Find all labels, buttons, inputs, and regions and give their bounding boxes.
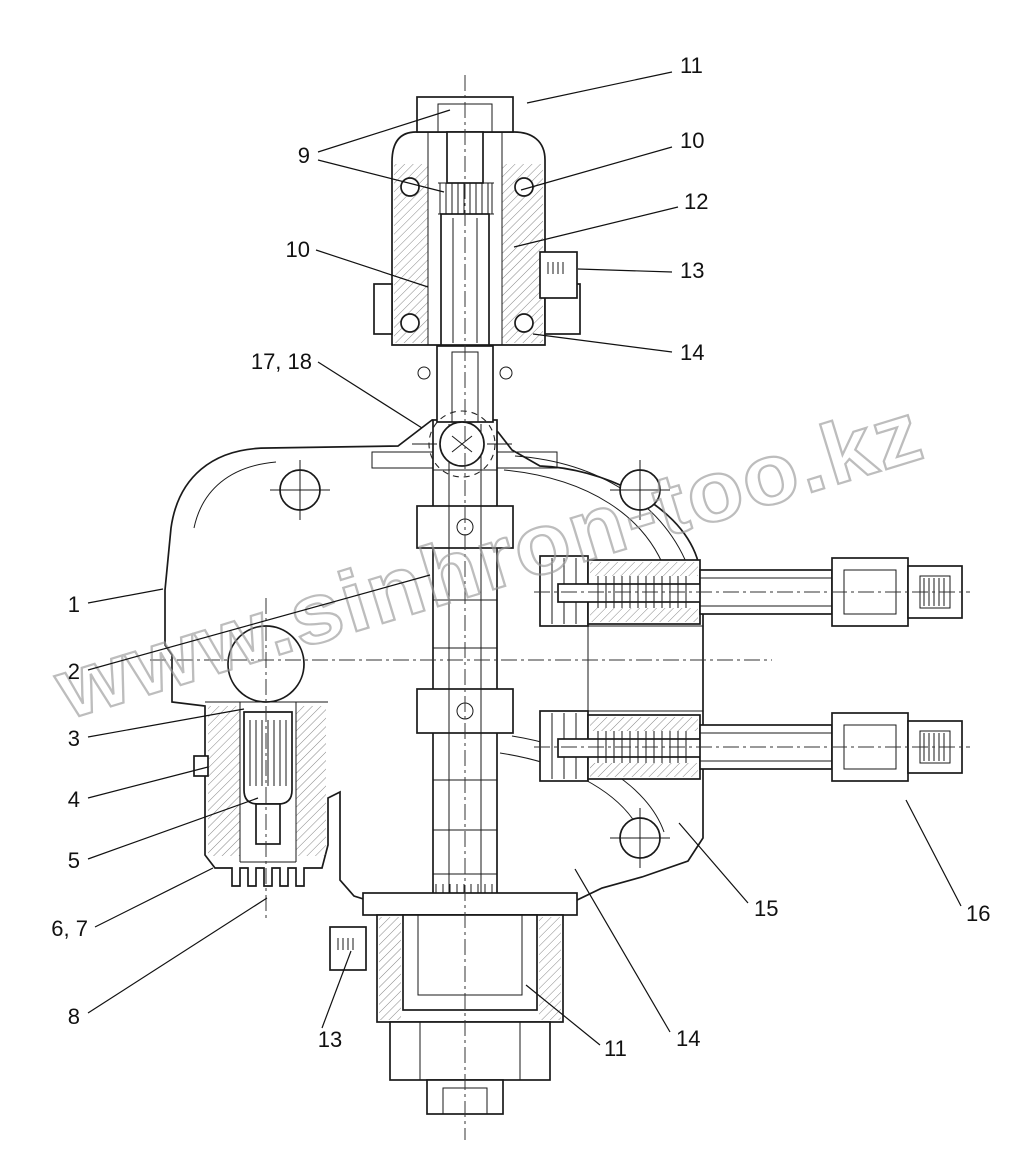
cap-tag-box <box>539 251 578 299</box>
callout-label-17-18: 17, 18 <box>251 349 312 374</box>
center-lines <box>150 75 970 1140</box>
leader-9b <box>317 159 445 193</box>
relief-housing-tab <box>193 755 209 777</box>
spool-knurl-bottom <box>435 884 493 899</box>
leader-1 <box>87 588 164 604</box>
leader-11-bottom <box>525 984 601 1046</box>
callout-label-1: 1 <box>68 592 80 617</box>
callout-label-5: 5 <box>68 848 80 873</box>
body-center-block <box>587 625 704 712</box>
callout-label-4: 4 <box>68 787 80 812</box>
bottom-cap-assembly <box>329 892 578 1115</box>
ball-saddle-right <box>496 451 558 469</box>
relief-spring-coil <box>249 720 287 786</box>
leader-10-right <box>520 146 673 191</box>
leader-6-7 <box>94 867 214 928</box>
bottom-cap-inner2 <box>417 914 523 996</box>
callout-label-16: 16 <box>966 901 990 926</box>
callout-label-6-7: 6, 7 <box>51 916 88 941</box>
leader-13-bottom <box>321 950 352 1029</box>
leader-8 <box>87 897 268 1014</box>
top-cap-assembly <box>373 96 581 346</box>
relief-housing-wall-right <box>296 706 326 856</box>
callout-label-9: 9 <box>298 143 310 168</box>
bottom-cap-wall-right <box>539 917 561 1020</box>
cartridge-bottom-wall-upper <box>590 717 698 731</box>
top-plunger-lines <box>452 218 478 343</box>
cartridge-valve-bottom <box>539 710 963 782</box>
cartridge-bottom-wall-lower <box>590 763 698 777</box>
cartridge-top-wall-lower <box>590 608 698 622</box>
bolt-hole-bottom-right <box>610 808 670 868</box>
callout-label-14-bottom: 14 <box>676 1026 700 1051</box>
callout-label-2: 2 <box>68 659 80 684</box>
cartridge-top-wall-upper <box>590 562 698 576</box>
callout-label-12: 12 <box>684 189 708 214</box>
neck-boss-left <box>417 366 431 380</box>
cap-bolt-top-left <box>400 177 420 197</box>
bottom-cap-wall-left <box>379 917 401 1020</box>
callout-label-11-top: 11 <box>680 53 703 78</box>
top-cap-bore-lines <box>427 132 503 345</box>
bolt-hole-top-right <box>610 460 670 520</box>
relief-housing-wall-left <box>208 706 240 856</box>
cartridge-bottom-tube-bore <box>700 732 832 762</box>
leader-12 <box>513 206 679 248</box>
callout-labels: 9 10 17, 18 11 10 12 13 14 1 2 3 4 5 6, … <box>51 53 990 1061</box>
leader-15 <box>678 822 749 904</box>
leader-11-top <box>526 71 673 104</box>
cartridge-top-tube-bore <box>700 577 832 607</box>
callout-leaders <box>87 71 962 1046</box>
bottom-lower-cap-lines <box>419 1022 521 1080</box>
callout-label-13-bottom: 13 <box>318 1027 342 1052</box>
leader-13-top <box>577 268 673 273</box>
callout-label-8: 8 <box>68 1004 80 1029</box>
callout-label-3: 3 <box>68 726 80 751</box>
leader-4 <box>87 766 209 799</box>
leader-14-top <box>532 333 673 353</box>
spool-rod-lines <box>448 424 482 898</box>
cap-bolt-bottom-right <box>514 313 534 333</box>
leader-14-bottom <box>574 868 671 1033</box>
leader-5 <box>87 797 259 860</box>
leader-16 <box>905 799 962 907</box>
callout-label-14-top: 14 <box>680 340 704 365</box>
bottom-tag-glyph <box>337 938 354 950</box>
bottom-lower-cap <box>389 1021 551 1081</box>
leader-9a <box>317 109 451 153</box>
ball-joint-ticks <box>412 435 512 453</box>
cap-bolt-bottom-left <box>400 313 420 333</box>
ball-saddle-left <box>371 451 434 469</box>
leader-3 <box>87 708 245 738</box>
leader-10-left <box>315 249 429 288</box>
cap-ear-left <box>373 283 393 335</box>
callout-label-11-bottom: 11 <box>604 1036 627 1061</box>
body-inner-arc-top-left <box>193 461 277 529</box>
bolt-hole-top-left <box>270 460 330 520</box>
leader-17-18 <box>317 361 423 429</box>
neck-boss-right <box>499 366 513 380</box>
callout-label-13-top: 13 <box>680 258 704 283</box>
relief-stem <box>255 803 281 845</box>
callout-label-10-right: 10 <box>680 128 704 153</box>
bottom-cap-top-plate <box>362 892 578 916</box>
leader-2 <box>87 574 431 671</box>
callout-label-10-left: 10 <box>286 237 310 262</box>
callout-label-15: 15 <box>754 896 778 921</box>
cap-tag-glyph <box>547 262 564 274</box>
bottom-cap-inner <box>402 914 538 1011</box>
